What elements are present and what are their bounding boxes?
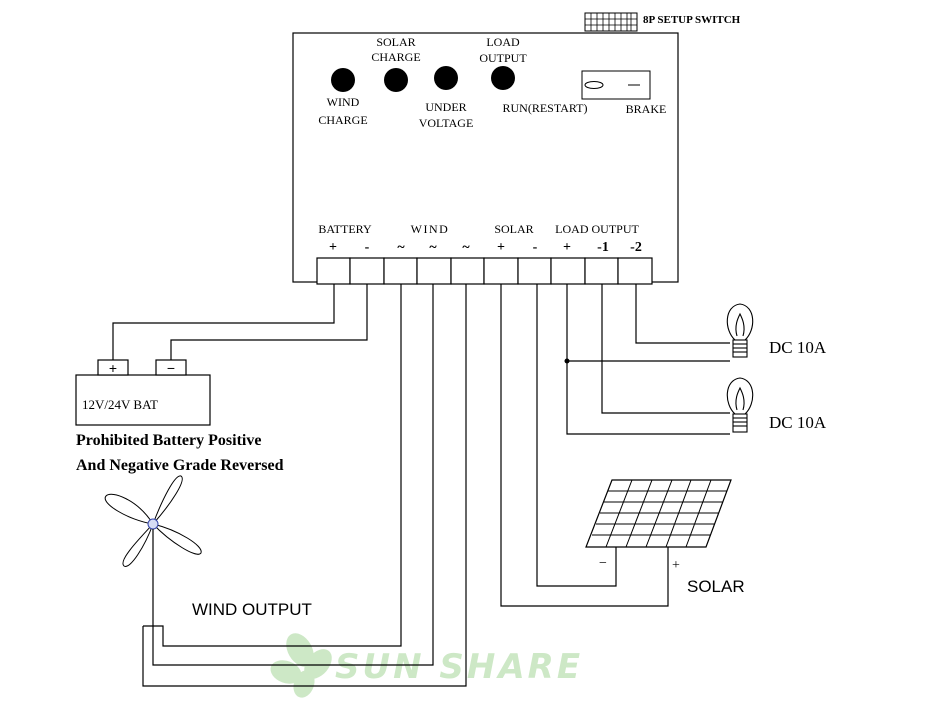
wind-wire-3 bbox=[142, 284, 467, 687]
terminal-sign: ~ bbox=[397, 240, 405, 255]
battery-group-label: BATTERY bbox=[318, 222, 372, 236]
solar-negative-wire bbox=[536, 284, 617, 587]
wind-wire-2 bbox=[143, 284, 434, 666]
under-voltage-led bbox=[434, 66, 458, 90]
wind-charge-label-2: CHARGE bbox=[318, 113, 367, 127]
solar-positive-sign: + bbox=[672, 558, 680, 573]
terminal[interactable] bbox=[416, 257, 452, 285]
load-positive-wire bbox=[566, 284, 730, 435]
solar-charge-label-1: SOLAR bbox=[376, 35, 415, 49]
battery bbox=[75, 359, 211, 426]
load-2-label: DC 10A bbox=[769, 413, 827, 432]
terminal[interactable] bbox=[349, 257, 385, 285]
battery-warning-2: And Negative Grade Reversed bbox=[76, 457, 284, 474]
terminal-sign: + bbox=[563, 240, 571, 255]
run-restart-label: RUN(RESTART) bbox=[503, 101, 588, 115]
under-voltage-label-2: VOLTAGE bbox=[419, 116, 474, 130]
battery-negative-sign: − bbox=[167, 360, 175, 376]
solar-panel-icon bbox=[585, 479, 732, 548]
terminal[interactable] bbox=[517, 257, 552, 285]
load-output-label-1: LOAD bbox=[486, 35, 520, 49]
wind-output-label: WIND OUTPUT bbox=[192, 600, 312, 619]
battery-positive-wire bbox=[112, 284, 335, 360]
solar-positive-wire bbox=[500, 284, 669, 607]
wind-charge-led bbox=[331, 68, 355, 92]
battery-positive-sign: + bbox=[109, 360, 117, 376]
terminal-sign: ~ bbox=[429, 240, 437, 255]
load-output-led bbox=[491, 66, 515, 90]
wind-turbine-icon bbox=[104, 475, 202, 567]
terminal-sign: + bbox=[329, 240, 337, 255]
terminal-sign: - bbox=[365, 240, 370, 255]
terminal-sign: -1 bbox=[597, 240, 609, 255]
terminal-sign: + bbox=[497, 240, 505, 255]
terminal[interactable] bbox=[617, 257, 653, 285]
dip-switch[interactable] bbox=[584, 12, 638, 32]
solar-charge-led bbox=[384, 68, 408, 92]
dip-switch-label: 8P SETUP SWITCH bbox=[643, 14, 741, 26]
battery-label: 12V/24V BAT bbox=[82, 397, 158, 412]
controller-box bbox=[292, 32, 679, 283]
terminal-sign: ~ bbox=[462, 240, 470, 255]
terminal[interactable] bbox=[450, 257, 485, 285]
load-output-label-2: OUTPUT bbox=[479, 51, 527, 65]
bulb-icon bbox=[726, 303, 754, 358]
watermark: SUN SHARE bbox=[270, 633, 583, 698]
terminal[interactable] bbox=[584, 257, 619, 285]
terminal[interactable] bbox=[316, 257, 351, 285]
solar-charge-label-2: CHARGE bbox=[371, 50, 420, 64]
battery-negative-wire bbox=[170, 284, 368, 360]
load-negative-1-wire bbox=[601, 284, 730, 414]
load-negative-2-wire bbox=[635, 284, 730, 344]
under-voltage-label-1: UNDER bbox=[425, 100, 466, 114]
junction-dot bbox=[564, 358, 570, 364]
solar-label: SOLAR bbox=[687, 577, 745, 596]
brake-label: BRAKE bbox=[626, 102, 667, 116]
wind-wire-1 bbox=[153, 284, 402, 647]
terminal[interactable] bbox=[550, 257, 586, 285]
battery-warning-1: Prohibited Battery Positive bbox=[76, 432, 261, 449]
solar-group-label: SOLAR bbox=[494, 222, 533, 236]
terminal-sign: -2 bbox=[630, 240, 642, 255]
terminal-sign: - bbox=[533, 240, 538, 255]
load-output-group-label: LOAD OUTPUT bbox=[555, 222, 639, 236]
wind-group-label: WIND bbox=[411, 222, 450, 236]
run-brake-switch[interactable] bbox=[581, 70, 651, 100]
terminal[interactable] bbox=[483, 257, 519, 285]
terminal[interactable] bbox=[383, 257, 418, 285]
wind-charge-label-1: WIND bbox=[327, 95, 360, 109]
solar-negative-sign: − bbox=[599, 556, 607, 571]
watermark-text: SUN SHARE bbox=[335, 647, 583, 687]
terminal-block bbox=[316, 257, 653, 285]
bulb-icon bbox=[726, 377, 754, 433]
load-1-label: DC 10A bbox=[769, 338, 827, 357]
